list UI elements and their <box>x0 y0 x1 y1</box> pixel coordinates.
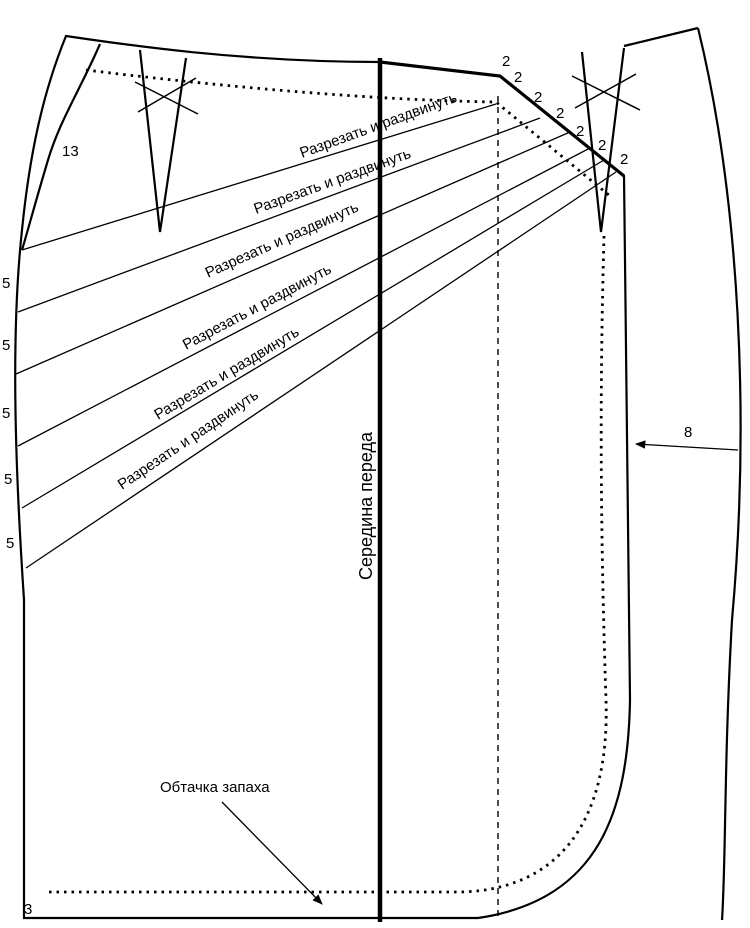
center-front-label: Середина переда <box>356 431 376 580</box>
left-dart-measure: 13 <box>62 143 79 160</box>
waist-step-3: 2 <box>534 89 542 106</box>
side-arrow <box>634 440 739 451</box>
cut-label-4: Разрезать и раздвинуть <box>180 261 335 354</box>
side-seam <box>696 27 742 921</box>
overlap-line <box>379 60 626 178</box>
waist-step-5: 2 <box>576 123 584 140</box>
left-dart <box>138 49 188 233</box>
dart-cross-2 <box>137 77 197 113</box>
left-spacing-3: 5 <box>2 405 10 422</box>
side-measure: 8 <box>684 424 692 441</box>
skirt-outline <box>14 34 632 920</box>
left-spacing-4: 5 <box>4 471 12 488</box>
waist-step-6: 2 <box>598 137 606 154</box>
waist-step-4: 2 <box>556 105 564 122</box>
dart-cross-1 <box>134 81 199 115</box>
left-spacing-5: 5 <box>6 535 14 552</box>
cut-lines <box>15 103 617 569</box>
left-spacing-1: 5 <box>2 275 10 292</box>
cut-label-2: Разрезать и раздвинуть <box>252 145 414 218</box>
facing-arrow <box>221 801 323 905</box>
facing-dotted-right <box>46 235 608 894</box>
side-seam-top <box>623 26 699 48</box>
waist-step-1: 2 <box>502 53 510 70</box>
waist-step-7: 2 <box>620 151 628 168</box>
hem-measure: 3 <box>24 901 32 918</box>
waist-step-2: 2 <box>514 69 522 86</box>
facing-label: Обтачка запаха <box>160 779 270 796</box>
right-dart-cross-1 <box>571 75 641 111</box>
left-spacing-2: 5 <box>2 337 10 354</box>
left-curve <box>20 43 102 251</box>
right-dart-cross-2 <box>574 73 637 109</box>
right-dart <box>580 47 626 233</box>
cut-label-3: Разрезать и раздвинуть <box>203 199 362 282</box>
